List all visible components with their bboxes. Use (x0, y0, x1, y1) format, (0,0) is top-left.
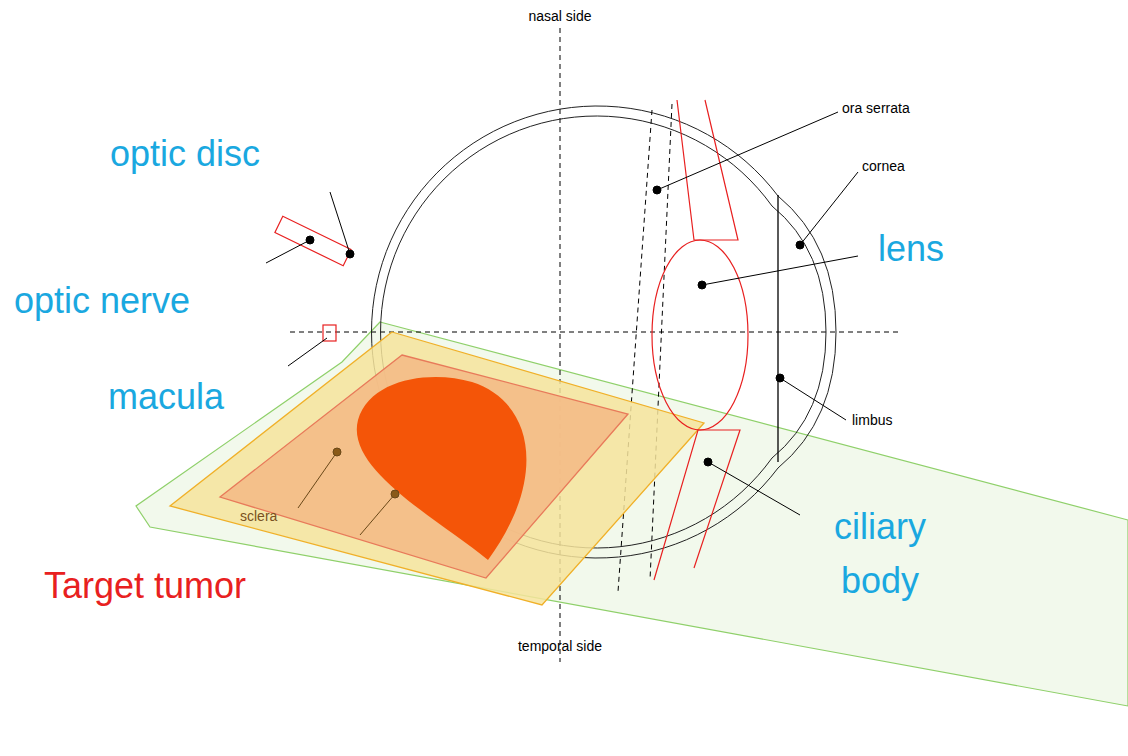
ora-serrata-line (618, 110, 652, 592)
beam-field (136, 322, 1128, 706)
ciliary-body-shape (654, 430, 740, 580)
part-name: macula (108, 376, 224, 417)
part-name: limbus (852, 412, 892, 428)
macula-shape (323, 325, 336, 341)
lens-shape (652, 240, 748, 430)
axis-label: nasal side (528, 8, 591, 24)
part-name: sclera (240, 508, 277, 524)
margin-volume (170, 332, 704, 605)
part-name: ciliary body (805, 500, 955, 608)
ciliary-body-shape (677, 100, 738, 240)
target-label: Target tumor (44, 565, 246, 606)
ora-serrata-line (650, 104, 672, 580)
part-name: cornea (862, 158, 905, 174)
part-name: optic disc (110, 133, 260, 174)
axis-label: temporal side (518, 638, 602, 654)
target-volume (220, 355, 628, 578)
part-name: lens (878, 228, 944, 269)
tumor-shape (357, 377, 527, 560)
limbus-line (777, 195, 778, 462)
part-name: optic nerve (14, 280, 190, 321)
optic-nerve-shape (275, 216, 351, 265)
horizontal-axis (290, 332, 898, 333)
part-name: ora serrata (842, 100, 910, 116)
leader-lines (266, 112, 858, 515)
sclera-leaders (298, 448, 399, 535)
